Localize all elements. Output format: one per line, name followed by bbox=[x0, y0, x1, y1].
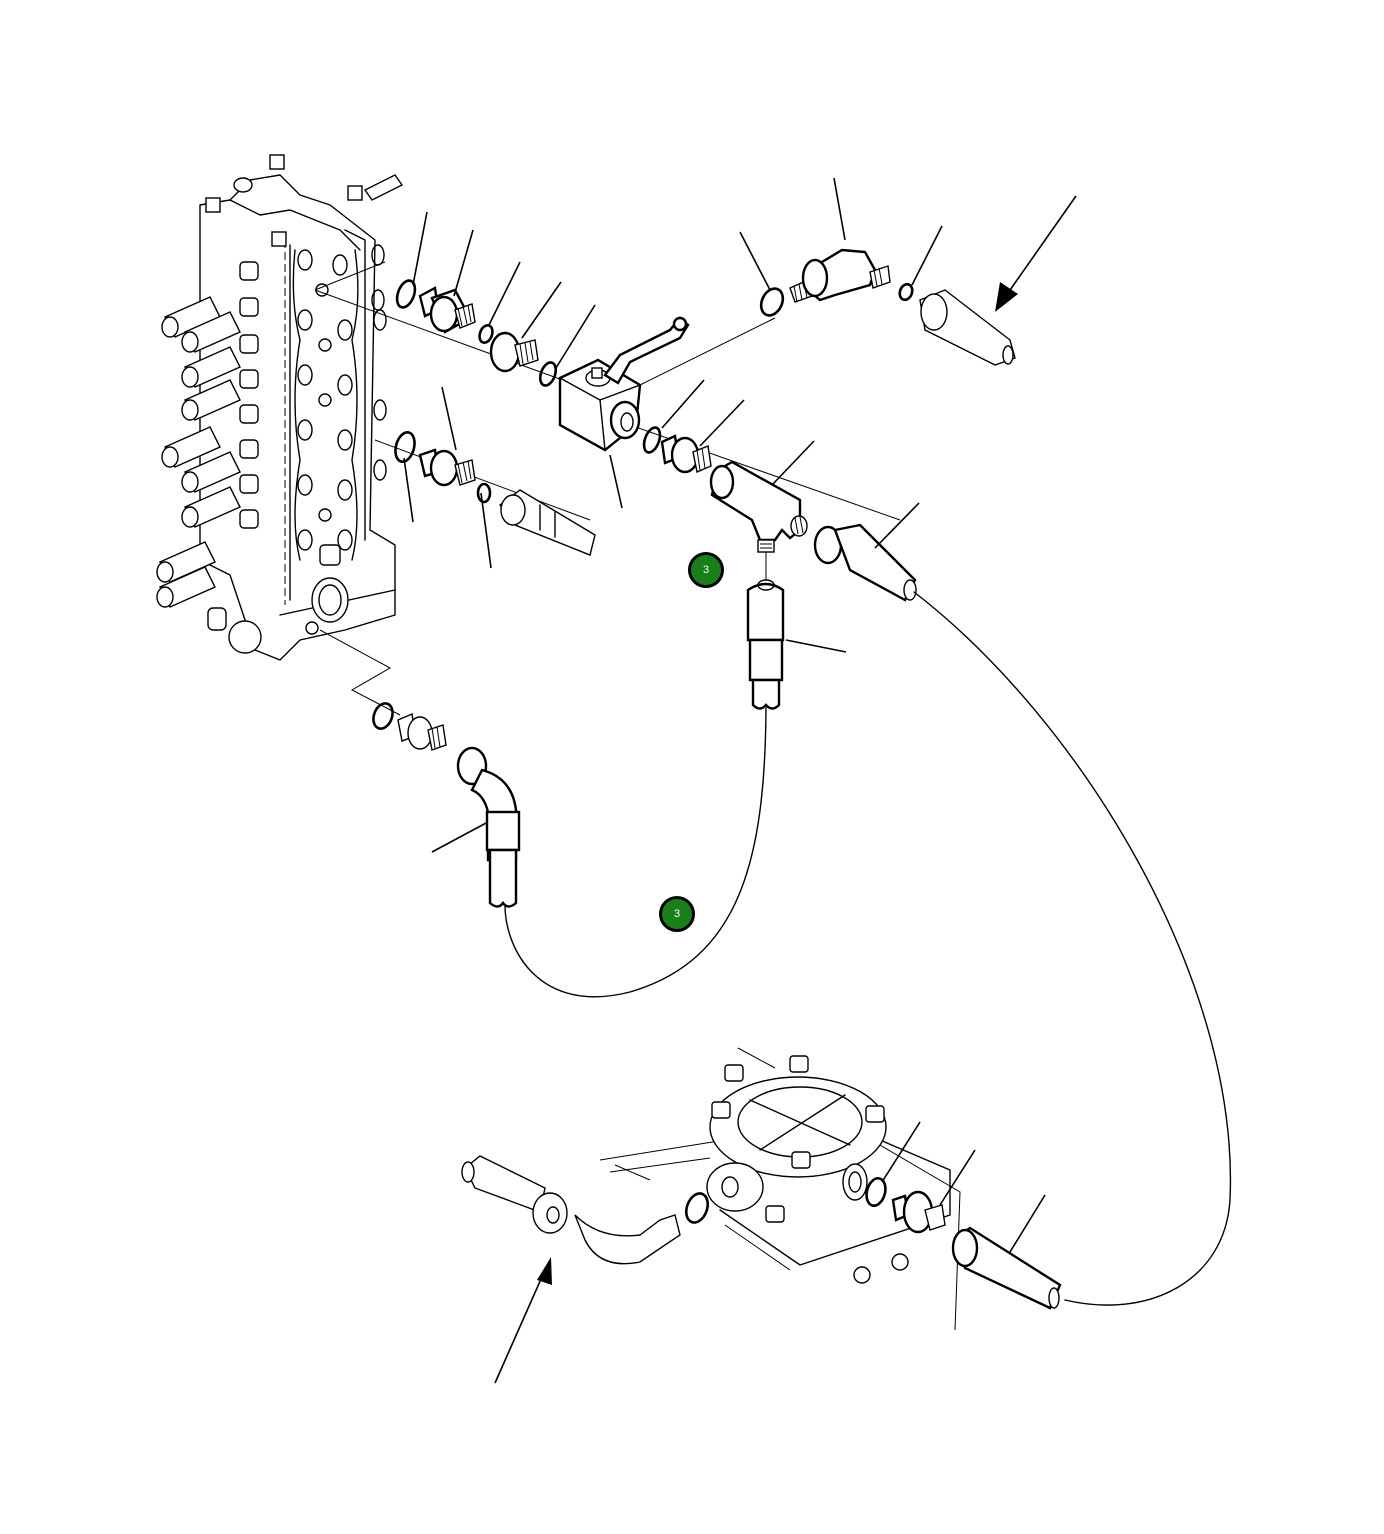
callout-marker[interactable]: 3 bbox=[659, 896, 695, 932]
o-ring bbox=[372, 702, 394, 730]
hose-line-right-loop bbox=[913, 591, 1232, 1306]
valve-handle bbox=[603, 316, 690, 385]
callout-label: 3 bbox=[702, 564, 710, 576]
hose-lower-left-elbow bbox=[319, 629, 521, 908]
o-ring bbox=[538, 361, 558, 387]
upper-fitting-stack bbox=[395, 279, 558, 387]
ball-valve bbox=[558, 316, 690, 452]
hose-long-right bbox=[813, 523, 1232, 1306]
o-ring bbox=[394, 431, 416, 463]
callout-marker[interactable]: 3 bbox=[688, 552, 724, 588]
adapter-fitting bbox=[418, 286, 476, 334]
lower-fitting-stack bbox=[394, 431, 596, 556]
assembly-centerline-to-elbow bbox=[639, 317, 776, 386]
control-valve-block bbox=[156, 154, 404, 661]
assembly-centerline-upper bbox=[314, 289, 591, 391]
pump-housing bbox=[599, 1047, 961, 1331]
o-ring bbox=[395, 279, 417, 309]
leader-lines bbox=[403, 177, 1046, 1253]
o-ring bbox=[478, 323, 494, 345]
callout-label: 3 bbox=[673, 908, 681, 920]
o-ring bbox=[476, 482, 492, 504]
flow-arrow-bottom-left bbox=[494, 1257, 552, 1384]
tee-fitting-assembly bbox=[642, 426, 808, 580]
flow-arrow-top-right bbox=[995, 195, 1077, 312]
adapter-bottom-right bbox=[865, 1176, 1062, 1310]
elbow-fitting-top-right bbox=[759, 248, 1016, 366]
o-ring bbox=[759, 287, 785, 317]
o-ring bbox=[865, 1176, 887, 1208]
hose-vertical-from-tee bbox=[504, 579, 785, 998]
o-ring bbox=[684, 1192, 710, 1224]
o-ring bbox=[642, 426, 662, 454]
o-ring bbox=[898, 282, 914, 302]
hose-line-lower-loop bbox=[504, 707, 767, 998]
elbow-fitting-bottom-left bbox=[461, 1155, 710, 1265]
adapter-fitting bbox=[489, 331, 539, 373]
